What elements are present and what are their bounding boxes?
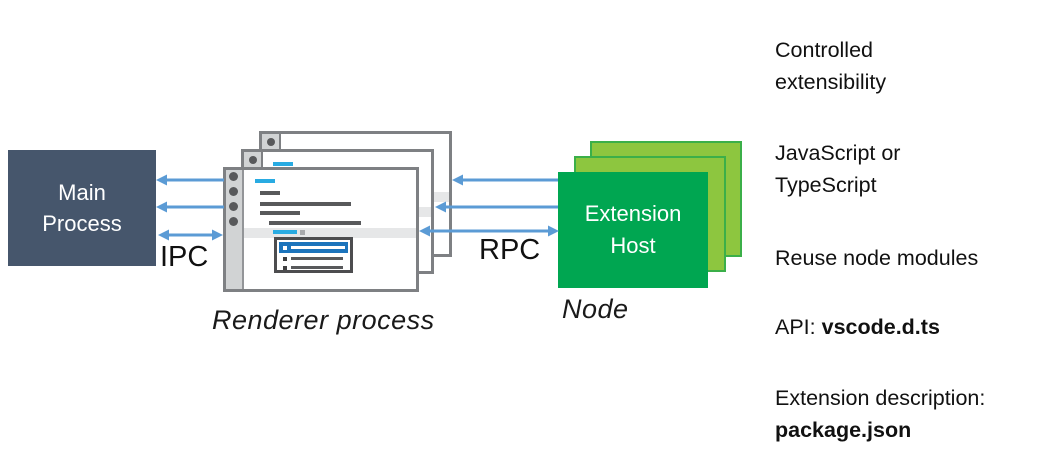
arrowhead-left-icon [452, 174, 463, 186]
note-api: API: vscode.d.ts [775, 311, 1045, 343]
text-line [269, 221, 361, 225]
text-line [260, 202, 351, 206]
node-caption: Node [562, 294, 629, 324]
renderer-window-front [223, 167, 419, 292]
note-line: Reuse node modules [775, 246, 979, 270]
text-line [260, 191, 280, 195]
extension-host-box: Extension Host [558, 172, 708, 288]
note-prefix: Extension description: [775, 386, 986, 410]
main-process-box: Main Process [8, 150, 156, 266]
note-line: extensibility [775, 70, 887, 94]
extension-host-label-line2: Host [610, 233, 656, 258]
cursor-square [300, 230, 305, 235]
arrowhead-left-icon [156, 201, 167, 213]
extension-host-label-line1: Extension [584, 201, 682, 226]
activity-dot-icon [229, 172, 238, 181]
arrowhead-left-icon [156, 174, 167, 186]
text-line [260, 211, 300, 215]
note-controlled-extensibility: Controlled extensibility [775, 34, 1045, 98]
arrowhead-left-icon [158, 229, 169, 241]
dropdown-row-text-line [291, 266, 343, 269]
activity-bar [226, 170, 244, 289]
dropdown-row-selected [279, 242, 348, 253]
main-process-label-line2: Process [42, 211, 122, 236]
note-extension-description: Extension description: package.json [775, 382, 1045, 446]
window-dot-icon [248, 156, 257, 164]
window-highlight-band [226, 228, 416, 238]
note-reuse-node-modules: Reuse node modules [775, 242, 1045, 274]
arrowhead-right-icon [212, 229, 223, 241]
note-prefix: API: [775, 315, 822, 339]
dropdown-row-text-line [291, 257, 343, 260]
rpc-label: RPC [479, 234, 541, 266]
ipc-label: IPC [160, 241, 209, 273]
window-dot-icon [266, 138, 275, 146]
note-line: TypeScript [775, 173, 877, 197]
quick-open-dropdown [274, 237, 353, 273]
note-bold-value: package.json [775, 418, 912, 442]
activity-dot-icon [229, 202, 238, 211]
activity-dot-icon [229, 217, 238, 226]
dropdown-row-text-line [291, 246, 345, 249]
renderer-process-caption: Renderer process [212, 305, 435, 335]
bullet-icon [283, 266, 287, 270]
bullet-icon [283, 257, 287, 261]
main-process-label-line1: Main [58, 180, 106, 205]
editor-tab-line [273, 162, 293, 166]
activity-dot-icon [229, 187, 238, 196]
note-line: JavaScript or [775, 141, 901, 165]
note-bold-value: vscode.d.ts [821, 315, 940, 339]
command-input-line [273, 230, 297, 234]
bullet-icon [283, 246, 287, 250]
note-javascript-typescript: JavaScript or TypeScript [775, 137, 1045, 201]
note-line: Controlled [775, 38, 873, 62]
editor-tab-line [255, 179, 275, 183]
